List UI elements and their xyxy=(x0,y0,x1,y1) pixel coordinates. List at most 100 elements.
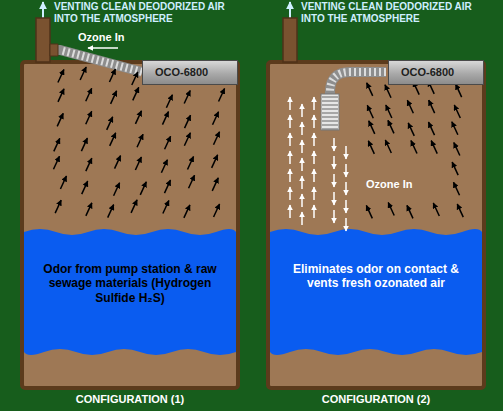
flow-arrow xyxy=(367,83,373,96)
flow-arrow xyxy=(289,97,291,110)
flow-arrow xyxy=(388,203,394,216)
flow-arrow xyxy=(213,112,219,125)
flow-arrow xyxy=(57,113,63,126)
flow-arrow xyxy=(333,138,335,151)
flow-arrow xyxy=(88,47,118,49)
flow-label: Ozone In xyxy=(78,31,124,44)
flow-arrow xyxy=(140,182,146,195)
flow-arrow xyxy=(408,123,414,136)
unit-label: OCO-6800 xyxy=(401,66,454,78)
vent-arrow xyxy=(42,2,44,18)
flow-arrow xyxy=(301,176,303,189)
diffuser-rib xyxy=(322,125,338,126)
flow-arrow xyxy=(366,205,372,218)
flow-arrow xyxy=(107,117,113,130)
diffuser-rib xyxy=(322,113,338,114)
vent-note: VENTING CLEAN DEODORIZED AIR INTO THE AT… xyxy=(54,1,232,25)
flow-arrow xyxy=(345,200,347,213)
flow-arrow xyxy=(431,141,437,154)
flow-arrow xyxy=(184,133,190,146)
flow-arrow xyxy=(289,151,291,164)
water-note: Odor from pump station & raw sewage mate… xyxy=(34,262,226,305)
flow-arrow xyxy=(114,183,120,196)
flow-arrow xyxy=(111,91,117,104)
flow-arrow xyxy=(369,121,375,134)
vent-pipe xyxy=(36,18,50,62)
flow-arrow xyxy=(345,146,347,159)
flow-arrow xyxy=(411,141,417,154)
flow-arrow xyxy=(60,176,66,189)
water-note: Eliminates odor on contact & vents fresh… xyxy=(280,262,472,291)
flow-arrow xyxy=(313,169,315,182)
configuration-caption: CONFIGURATION (2) xyxy=(268,393,484,406)
flow-arrow xyxy=(301,104,303,117)
flow-arrow xyxy=(454,182,460,195)
flow-arrow xyxy=(313,97,315,110)
flow-arrow xyxy=(301,194,303,207)
flow-arrow xyxy=(53,156,59,169)
diffuser xyxy=(321,94,339,130)
flow-arrow xyxy=(214,132,220,145)
flow-arrow xyxy=(454,142,460,155)
ozone-generator: OCO-6800 xyxy=(388,60,484,85)
flow-arrow xyxy=(162,112,168,125)
flow-arrow xyxy=(135,157,141,170)
flow-arrow xyxy=(86,88,92,101)
flow-arrow xyxy=(301,158,303,171)
flow-arrow xyxy=(188,157,194,170)
flow-arrow xyxy=(407,100,413,113)
flow-arrow xyxy=(433,203,439,216)
vent-note: VENTING CLEAN DEODORIZED AIR INTO THE AT… xyxy=(301,1,479,25)
flow-arrow xyxy=(164,180,170,193)
flow-arrow xyxy=(289,187,291,200)
configuration-caption: CONFIGURATION (1) xyxy=(22,393,238,406)
diffuser-rib xyxy=(322,109,338,110)
flow-label: Ozone In xyxy=(366,178,412,191)
flow-arrow xyxy=(452,162,458,175)
flow-arrow xyxy=(301,140,303,153)
flow-arrow xyxy=(313,151,315,164)
flow-arrow xyxy=(184,91,190,104)
ozone-hose xyxy=(321,72,386,130)
flow-arrow xyxy=(313,115,315,128)
ozone-generator: OCO-6800 xyxy=(142,60,238,85)
flow-arrow xyxy=(115,156,121,169)
diffuser-rib xyxy=(322,105,338,106)
flow-arrow xyxy=(80,67,86,80)
flow-arrow xyxy=(289,133,291,146)
flow-arrow xyxy=(214,204,220,217)
flow-arrow xyxy=(219,89,225,102)
flow-arrow xyxy=(185,115,191,128)
flow-arrow xyxy=(86,203,92,216)
diffuser-rib xyxy=(322,129,338,130)
flow-arrow xyxy=(429,100,435,113)
flow-arrow xyxy=(289,115,291,128)
flow-arrow xyxy=(333,210,335,223)
flow-arrow xyxy=(429,122,435,135)
tank xyxy=(22,18,238,388)
vent-arrow xyxy=(289,2,291,18)
flow-arrow xyxy=(289,169,291,182)
flow-arrow xyxy=(333,174,335,187)
flow-arrow xyxy=(54,138,60,151)
flow-arrow xyxy=(313,187,315,200)
tank xyxy=(268,18,484,388)
flow-arrow xyxy=(131,200,137,213)
flow-arrow xyxy=(110,133,116,146)
flow-arrow xyxy=(368,141,374,154)
flow-arrow xyxy=(212,155,218,168)
diffuser-rib xyxy=(322,97,338,98)
flow-arrow xyxy=(108,205,114,218)
flow-arrow xyxy=(86,111,92,124)
flow-arrow xyxy=(385,140,391,153)
unit-label: OCO-6800 xyxy=(155,66,208,78)
flow-arrow xyxy=(313,205,315,218)
flow-arrow xyxy=(165,136,171,149)
flow-arrow xyxy=(333,192,335,205)
flow-arrow xyxy=(166,95,172,108)
flow-arrow xyxy=(135,111,141,124)
flow-arrow xyxy=(407,205,413,218)
flow-arrow xyxy=(109,69,115,82)
flow-arrow xyxy=(345,164,347,177)
